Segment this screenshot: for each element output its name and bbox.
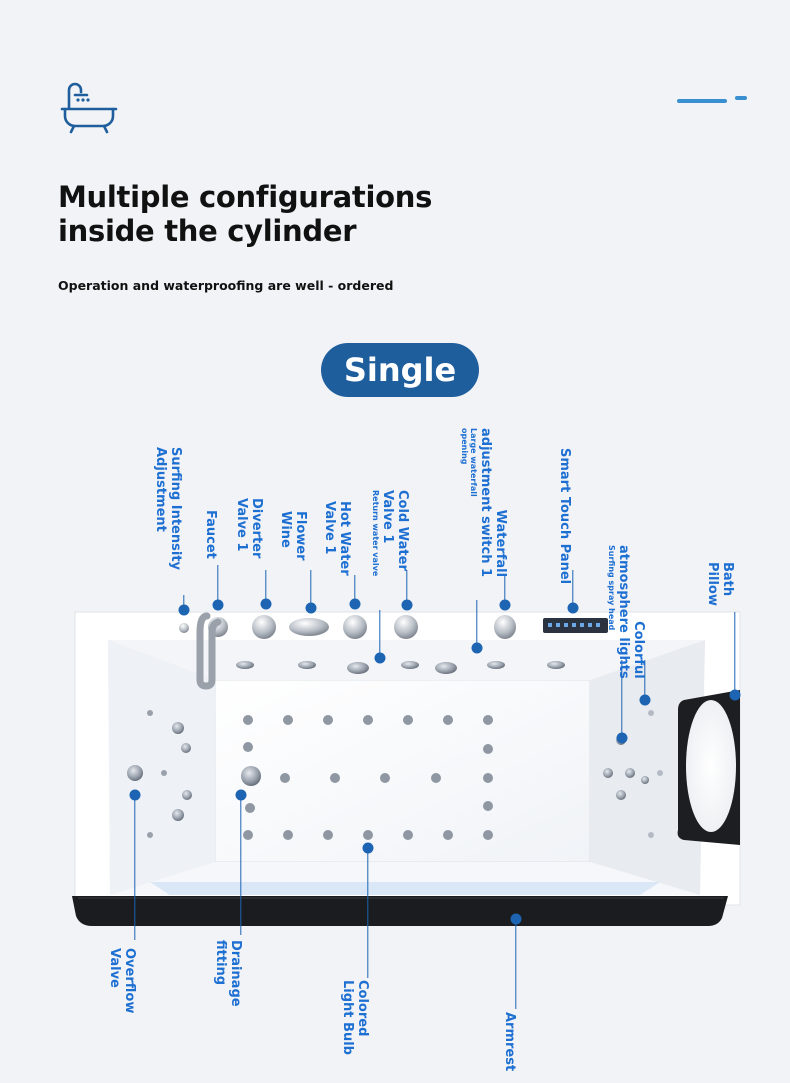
leader-line	[504, 575, 506, 605]
label-flower-wine: Flower Wine	[278, 511, 308, 561]
leader-line	[240, 795, 242, 935]
label-armrest: Armrest	[502, 1012, 517, 1072]
leader-line	[515, 919, 517, 1009]
leader-line	[476, 600, 478, 648]
label-smart-touch-panel: Smart Touch Panel	[557, 448, 572, 585]
decorative-bar	[677, 99, 727, 103]
marker-dot	[499, 599, 511, 611]
label-hot-water-valve: Hot Water Valve 1	[322, 501, 352, 576]
leader-line	[406, 570, 408, 605]
label-drainage-fitting: Drainage fitting	[213, 940, 243, 1007]
label-colored-light-bulb: Colored Light Bulb	[340, 980, 370, 1055]
marker-dot	[178, 604, 190, 616]
leader-line	[354, 575, 356, 604]
label-waterfall-switch: Waterfall adjustment switch 1 Large wate…	[460, 428, 508, 578]
label-diverter-valve: Diverter Valve 1	[234, 498, 264, 559]
single-badge: Single	[321, 343, 479, 397]
leader-line	[734, 612, 736, 695]
marker-dot	[374, 652, 386, 664]
leader-line	[644, 660, 646, 700]
page-title: Multiple configurations inside the cylin…	[58, 180, 433, 248]
label-bath-pillow: Bath Pillow	[705, 562, 735, 606]
marker-dot	[616, 732, 628, 744]
marker-dot	[260, 598, 272, 610]
marker-dot	[305, 602, 317, 614]
leader-line	[572, 570, 574, 608]
marker-dot	[729, 689, 741, 701]
leader-line	[134, 795, 136, 940]
leader-line	[217, 565, 219, 605]
label-cold-water-valve: Cold Water Valve 1 Return water valve	[371, 490, 410, 577]
marker-dot	[401, 599, 413, 611]
label-colorful-lights: Colorful atmosphere lights Surfing spray…	[607, 545, 646, 679]
marker-dot	[471, 642, 483, 654]
label-surfing-intensity: Surfing Intensity Adjustment	[153, 447, 183, 571]
label-overflow-valve: Overflow Valve	[107, 948, 137, 1014]
leader-line	[265, 570, 267, 604]
leader-line	[183, 595, 185, 610]
page-subtitle: Operation and waterproofing are well - o…	[58, 278, 394, 293]
label-faucet: Faucet	[203, 510, 218, 559]
marker-dot	[639, 694, 651, 706]
leader-line	[310, 570, 312, 608]
marker-dot	[212, 599, 224, 611]
leader-line	[367, 848, 369, 978]
marker-dot	[567, 602, 579, 614]
leader-line	[621, 660, 623, 738]
decorative-bar-short	[735, 96, 747, 100]
marker-dot	[349, 598, 361, 610]
leader-line	[379, 610, 381, 658]
bathtub-shower-icon	[60, 82, 118, 134]
